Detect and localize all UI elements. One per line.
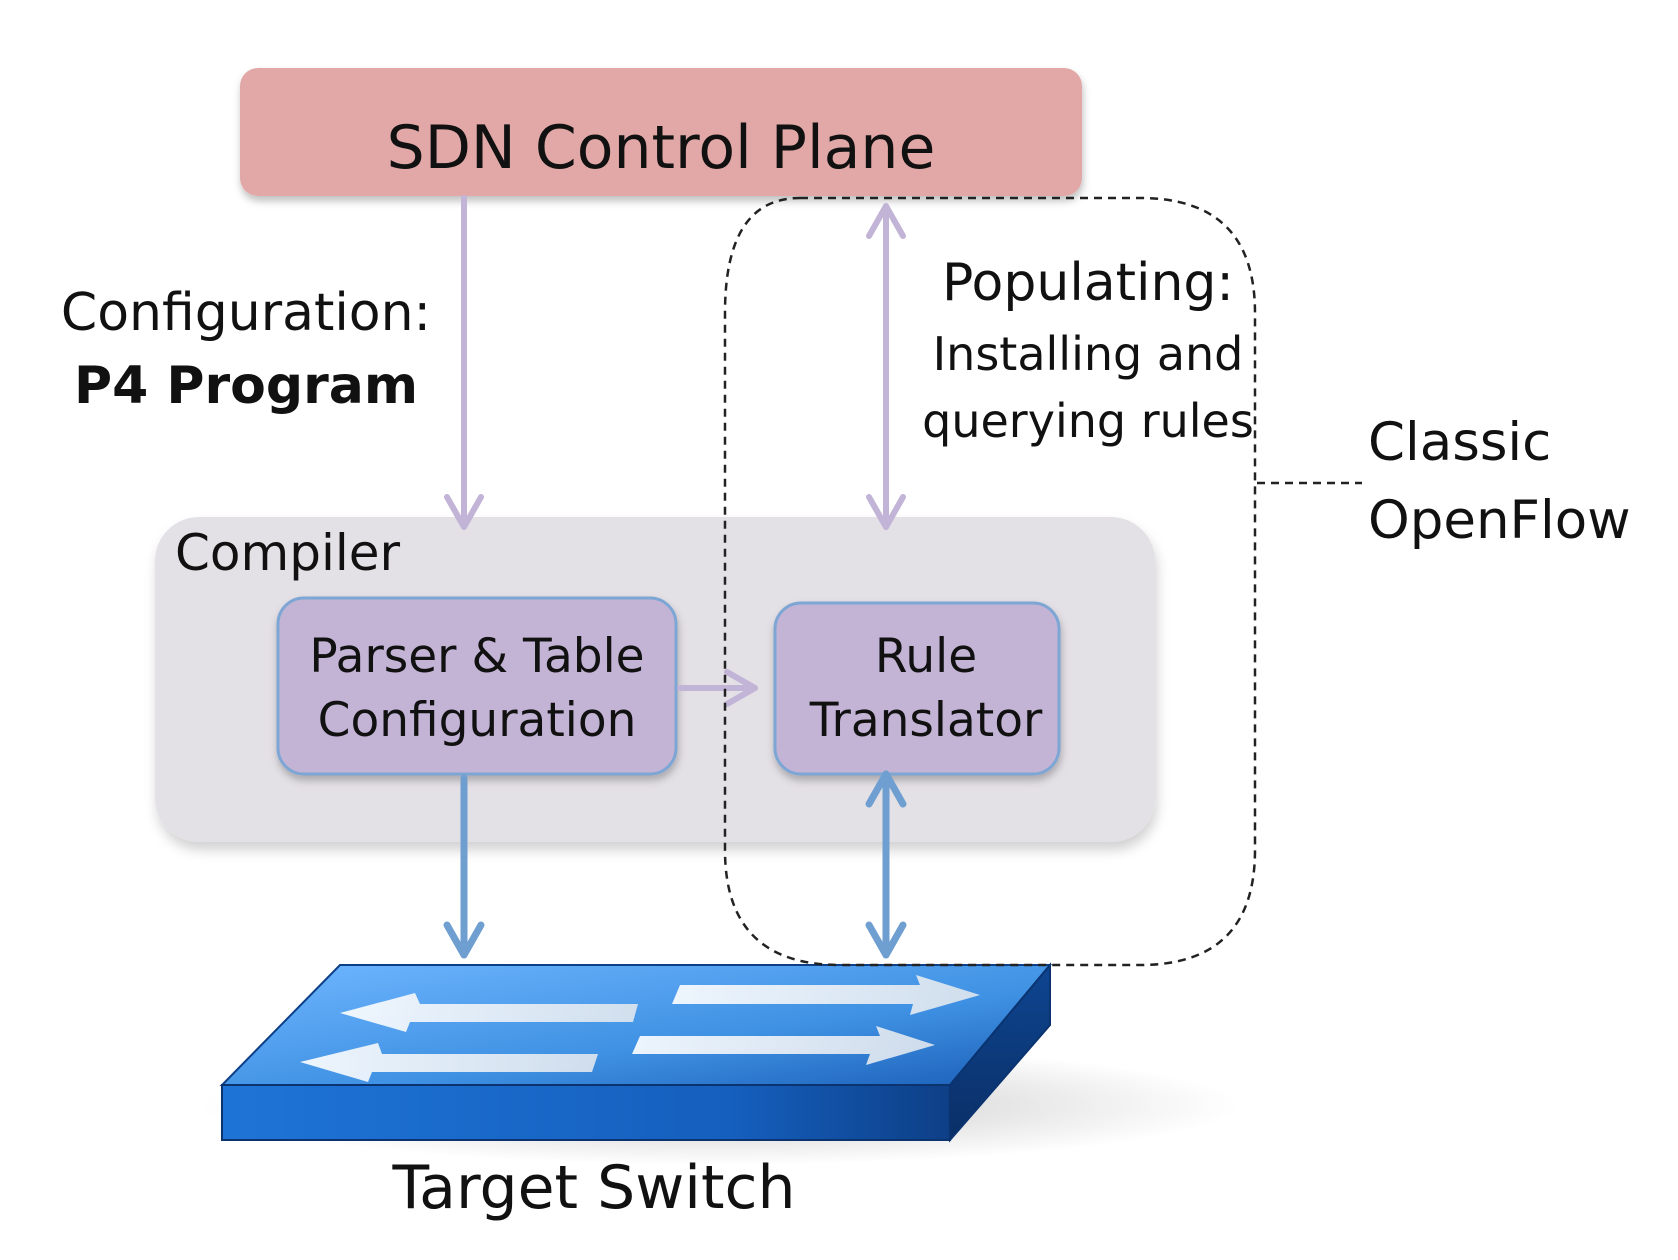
- compiler-label: Compiler: [175, 524, 400, 582]
- openflow-label: OpenFlow: [1368, 490, 1631, 551]
- parser-to-switch-arrow: [443, 774, 485, 959]
- control-plane-box: [240, 68, 1082, 196]
- parser-table-label-line1: Parser & Table: [309, 629, 644, 684]
- target-switch: [219, 962, 1053, 1143]
- config-arrow: [444, 195, 484, 530]
- configuration-label: Configuration:: [61, 283, 431, 343]
- rule-translator-label-line2: Translator: [809, 693, 1043, 748]
- populating-arrow: [866, 203, 906, 530]
- control-plane-label: SDN Control Plane: [387, 113, 936, 183]
- parser-to-translator-arrow: [677, 669, 758, 707]
- parser-table-label-line2: Configuration: [318, 693, 637, 748]
- classic-label: Classic: [1368, 412, 1551, 473]
- p4-program-label: P4 Program: [74, 356, 418, 416]
- target-switch-label: Target Switch: [391, 1153, 795, 1223]
- rule-translator-box: [773, 601, 1061, 776]
- switch-flow-arrows: [300, 975, 980, 1082]
- installing-label: Installing and: [933, 327, 1244, 381]
- querying-label: querying rules: [922, 394, 1254, 448]
- parser-table-box: [276, 596, 678, 776]
- populating-label: Populating:: [942, 253, 1234, 313]
- rule-translator-label-line1: Rule: [875, 629, 977, 684]
- classic-openflow-boundary: [723, 196, 1257, 967]
- translator-to-switch-arrow: [865, 770, 907, 959]
